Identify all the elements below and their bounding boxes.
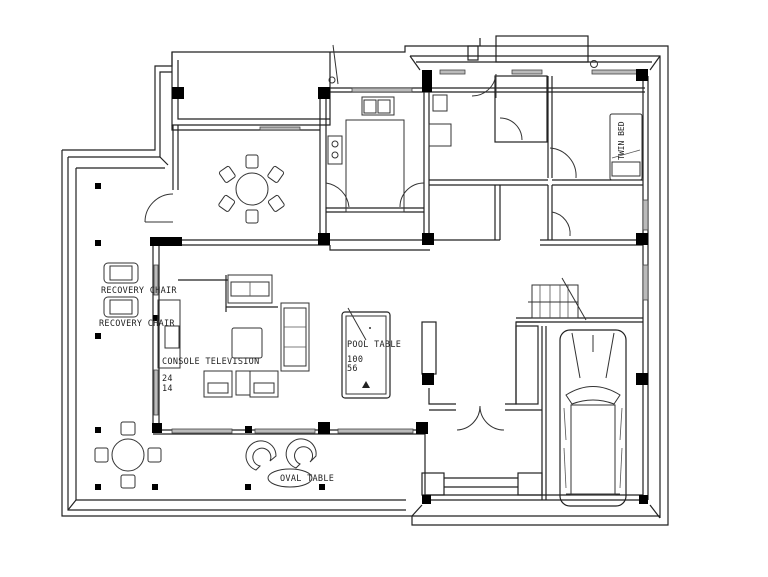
dining-table — [218, 154, 285, 224]
doors — [144, 73, 577, 431]
top-extension — [171, 35, 598, 126]
recovery-chair-label-1: RECOVERY CHAIR — [101, 286, 177, 296]
stairs — [528, 277, 587, 321]
oval-table-label: OVAL TABLE — [280, 474, 334, 484]
recovery-chair-label-2: RECOVERY CHAIR — [99, 319, 175, 329]
twin-bed: TWIN BED — [609, 113, 643, 181]
recovery-chairs — [103, 262, 139, 318]
labels: RECOVERY CHAIR RECOVERY CHAIR CONSOLE TE… — [99, 286, 401, 484]
windows — [153, 69, 649, 434]
lounge-chairs — [245, 438, 317, 488]
living-furniture — [157, 274, 310, 398]
outer-boundary — [61, 45, 669, 526]
car — [559, 329, 627, 507]
pool-dim-1: 100 — [347, 355, 363, 365]
console-dim-2: 14 — [162, 384, 173, 394]
console-dim-1: 24 — [162, 374, 173, 384]
console-television-label: CONSOLE TELEVISION — [162, 357, 260, 367]
kitchen-fixtures — [327, 94, 452, 213]
interior-walls — [152, 74, 649, 501]
pool-dim-2: 56 — [347, 364, 358, 374]
pool-table — [341, 307, 391, 399]
twin-bed-label: TWIN BED — [617, 121, 626, 160]
columns — [95, 69, 648, 504]
pool-table-label: POOL TABLE — [347, 340, 401, 350]
patio-table — [94, 421, 162, 489]
